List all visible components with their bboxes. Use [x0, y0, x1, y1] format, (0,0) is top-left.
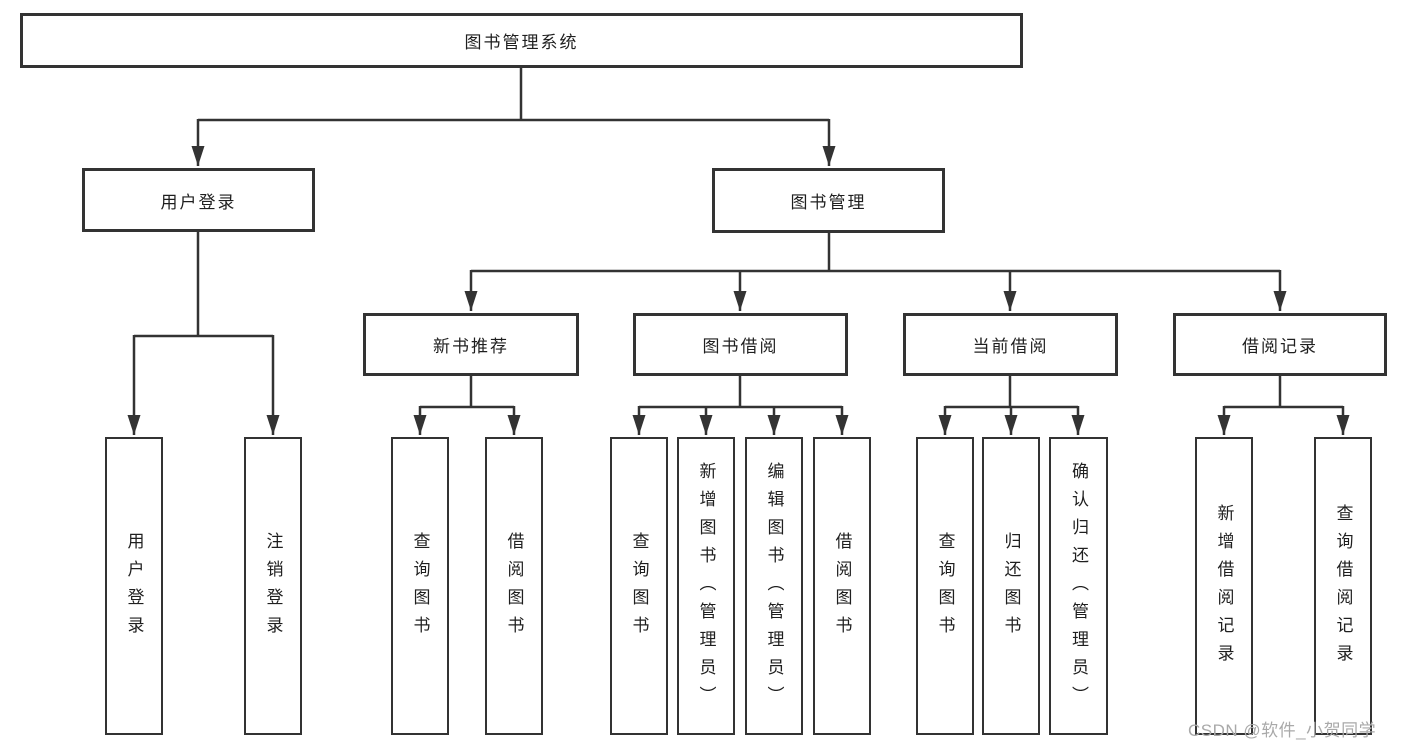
node-book-management: 图书管理 [712, 168, 945, 233]
leaf-query-books-borrowing: 查询图书 [610, 437, 668, 735]
connector-book-borrow-trunk [639, 376, 842, 409]
connector-current-borrow-trunk [945, 376, 1078, 409]
node-book-borrowing: 图书借阅 [633, 313, 848, 376]
leaf-confirm-return-admin: 确认归还（管理员） [1049, 437, 1108, 735]
leaf-logout: 注销登录 [244, 437, 302, 735]
connector-book-management-trunk [471, 232, 1280, 273]
node-new-book-recommendation: 新书推荐 [363, 313, 579, 376]
connector-borrow-record-trunk [1224, 376, 1343, 409]
leaf-add-book-admin: 新增图书（管理员） [677, 437, 735, 735]
csdn-watermark: CSDN @软件_小贺同学 [1188, 721, 1377, 740]
leaf-query-borrow-record: 查询借阅记录 [1314, 437, 1372, 735]
leaf-query-books-current: 查询图书 [916, 437, 974, 735]
leaf-borrow-books-recommend: 借阅图书 [485, 437, 543, 735]
leaf-add-borrow-record: 新增借阅记录 [1195, 437, 1253, 735]
connector-root-trunk [198, 68, 829, 122]
node-root-library-management-system: 图书管理系统 [20, 13, 1023, 68]
connector-new-book-trunk [420, 376, 514, 409]
leaf-return-book: 归还图书 [982, 437, 1040, 735]
leaf-query-books-recommend: 查询图书 [391, 437, 449, 735]
leaf-edit-book-admin: 编辑图书（管理员） [745, 437, 803, 735]
leaf-user-login: 用户登录 [105, 437, 163, 735]
connector-user-login-trunk [134, 232, 273, 338]
node-current-borrowing: 当前借阅 [903, 313, 1118, 376]
node-borrowing-records: 借阅记录 [1173, 313, 1387, 376]
leaf-borrow-books-borrowing: 借阅图书 [813, 437, 871, 735]
node-user-login: 用户登录 [82, 168, 315, 232]
